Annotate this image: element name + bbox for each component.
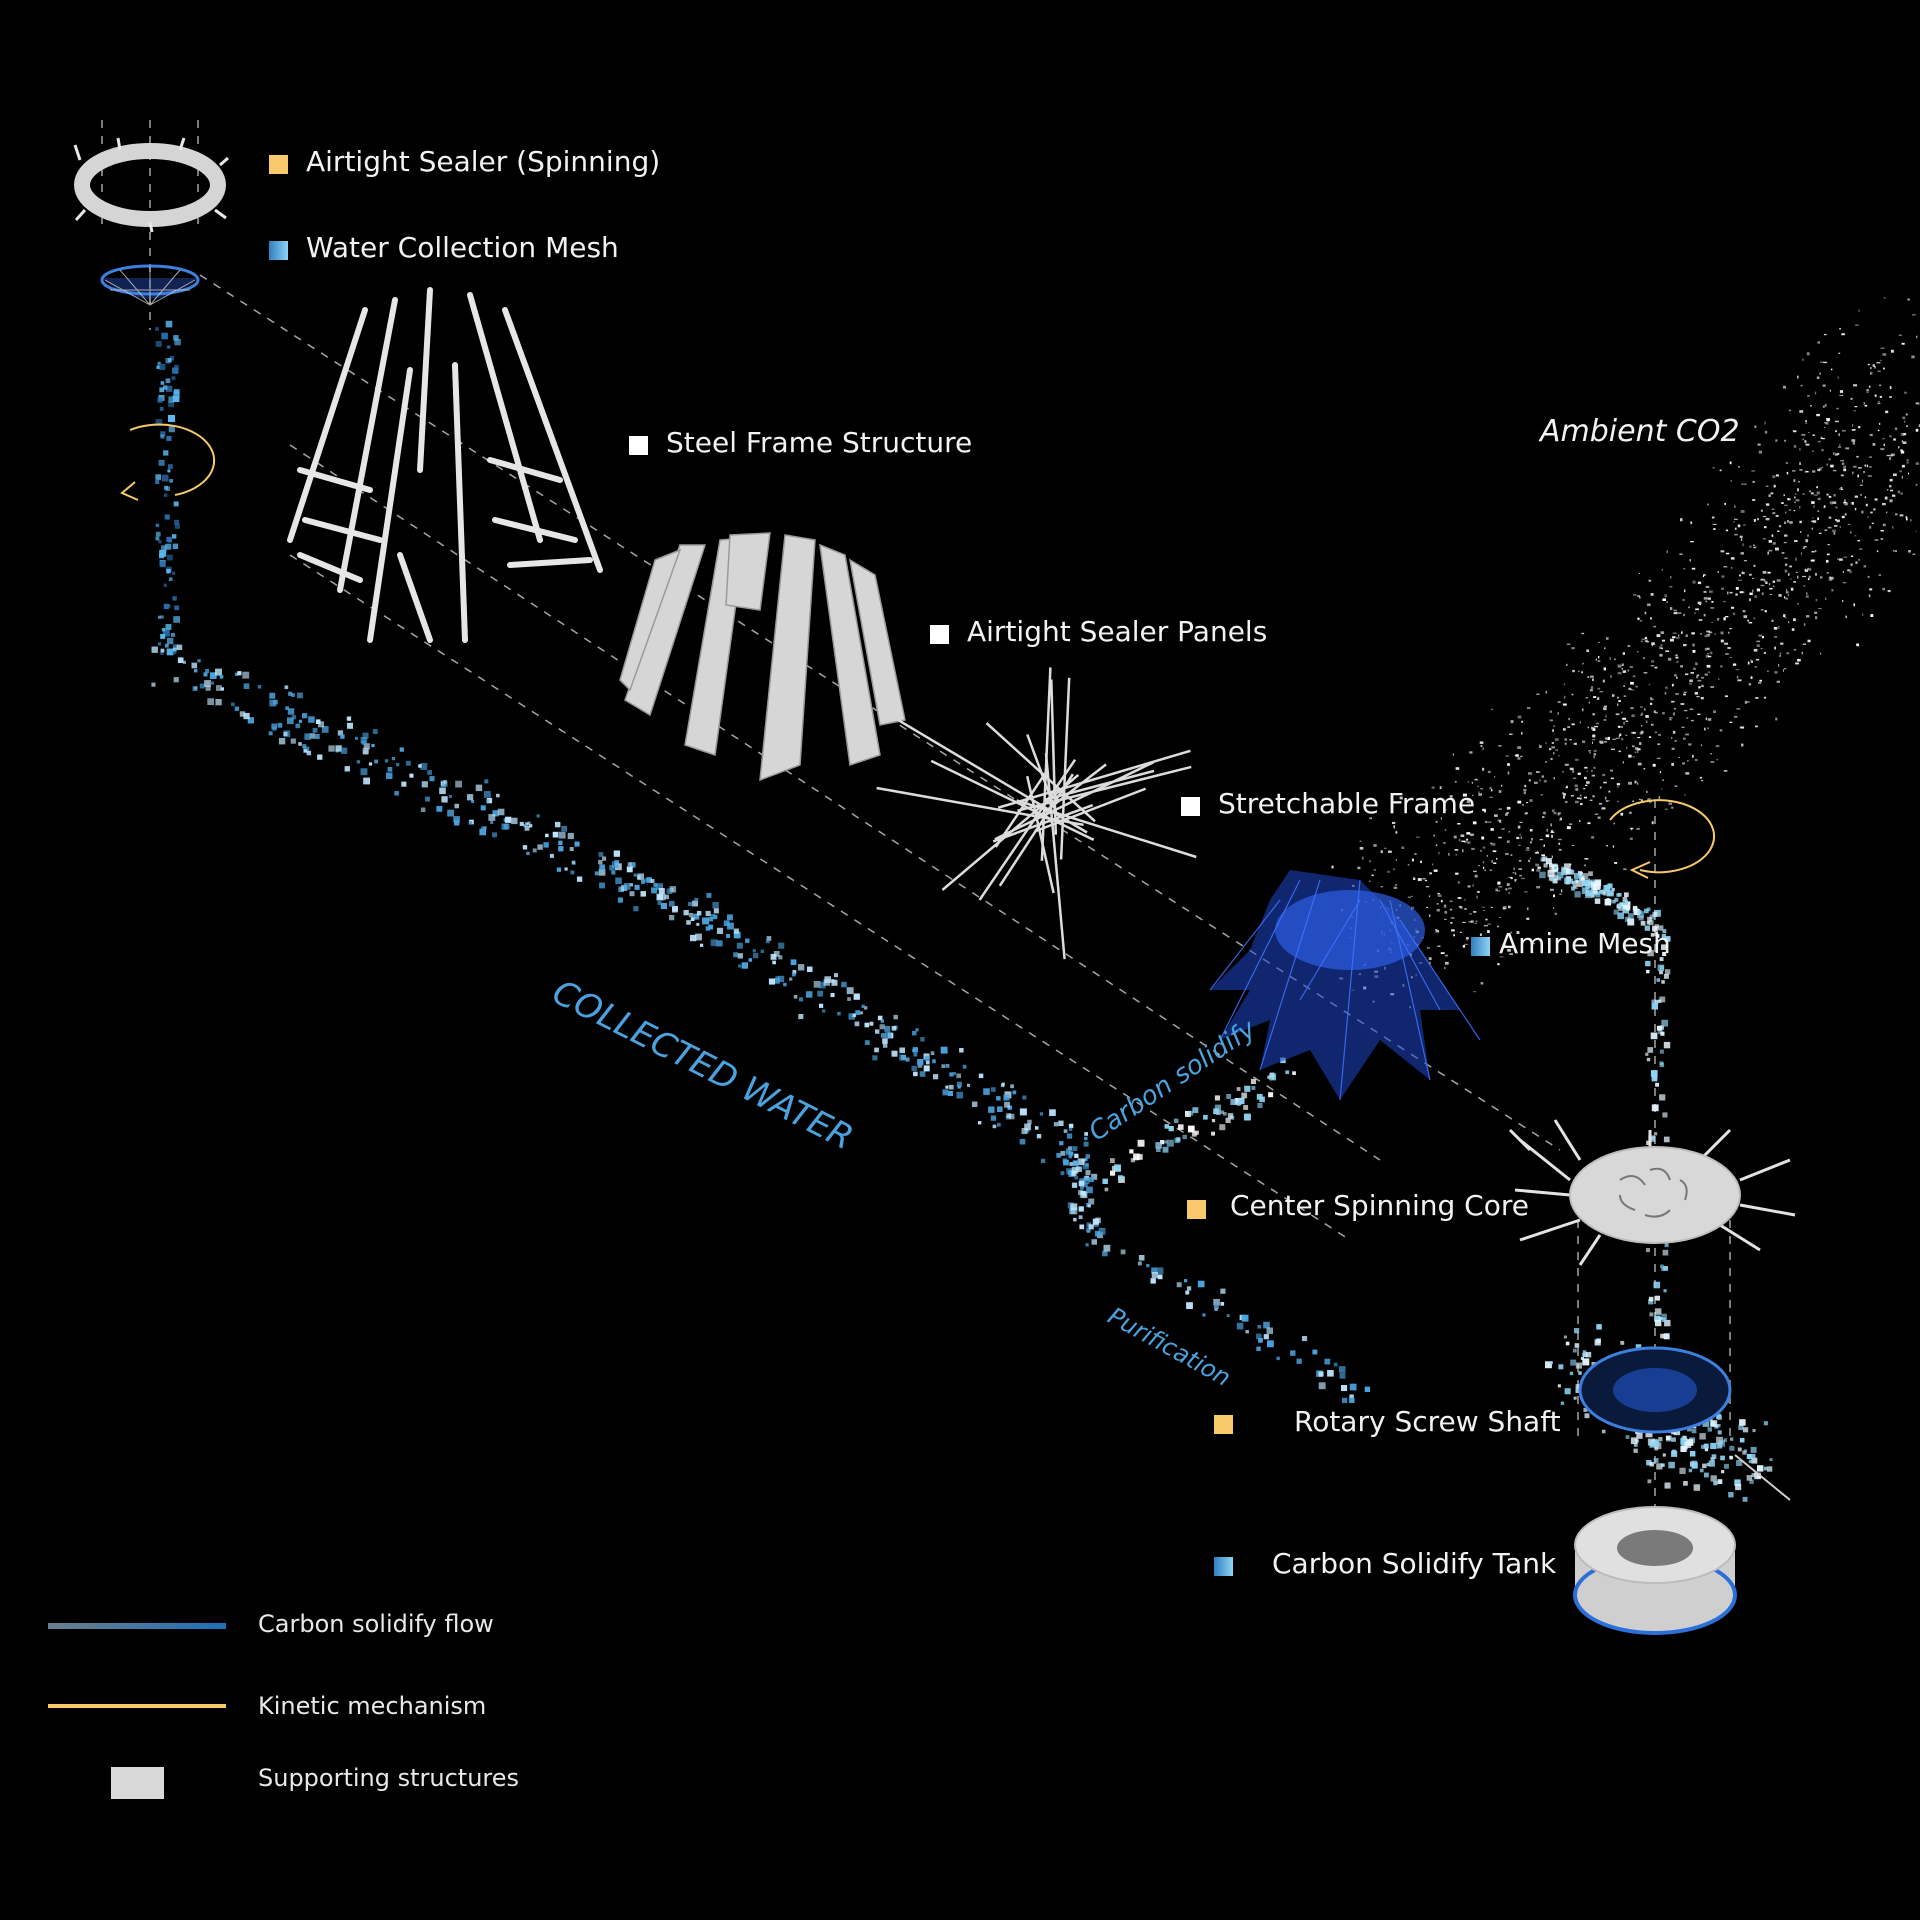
collected-water-flow [151, 320, 1773, 1502]
legend-kinetic-swatch [48, 1704, 226, 1708]
label-steel-frame-structure: Steel Frame Structure [666, 426, 973, 459]
water-marker [269, 241, 288, 260]
airtight-sealer-ring [73, 137, 229, 233]
carbon-marker [1214, 1557, 1233, 1576]
label-water-collection-mesh: Water Collection Mesh [306, 231, 619, 264]
rotary-screw-shaft [1578, 1346, 1791, 1501]
structure-marker [930, 625, 949, 644]
water-collection-mesh [100, 264, 200, 306]
ambient-co2-particles [1331, 297, 1920, 1009]
structure-marker [629, 436, 648, 455]
label-amine-mesh: Amine Mesh [1499, 927, 1671, 960]
center-spinning-core [1508, 1119, 1796, 1266]
label-airtight-sealer-panels: Airtight Sealer Panels [967, 615, 1268, 648]
kinetic-marker [1187, 1200, 1206, 1219]
steel-frame-structure [287, 287, 603, 643]
amine-mesh [1209, 870, 1481, 1101]
label-center-spinning-core: Center Spinning Core [1230, 1189, 1529, 1222]
label-rotary-screw-shaft: Rotary Screw Shaft [1294, 1405, 1561, 1438]
legend-kinetic: Kinetic mechanism [258, 1692, 487, 1720]
label-airtight-sealer-spinning: Airtight Sealer (Spinning) [306, 145, 661, 178]
structure-marker [1181, 797, 1200, 816]
amine-marker [1471, 937, 1490, 956]
stretchable-frame [876, 667, 1197, 960]
legend-carbon-flow: Carbon solidify flow [258, 1610, 494, 1638]
ambient-co2-label: Ambient CO2 [1540, 414, 1740, 449]
airtight-sealer-panels [619, 532, 906, 782]
kinetic-marker [1214, 1415, 1233, 1434]
kinetic-marker [269, 155, 288, 174]
kinetic-rotation-arrow-right [1609, 799, 1716, 879]
carbon-solidify-tank [1573, 1506, 1737, 1635]
legend-supporting: Supporting structures [258, 1764, 520, 1792]
label-stretchable-frame: Stretchable Frame [1218, 787, 1476, 820]
kinetic-rotation-arrow-top [120, 423, 216, 501]
legend-supporting-swatch [111, 1767, 164, 1799]
label-carbon-solidify-tank: Carbon Solidify Tank [1272, 1547, 1557, 1580]
legend-carbon-flow-swatch [48, 1623, 226, 1629]
